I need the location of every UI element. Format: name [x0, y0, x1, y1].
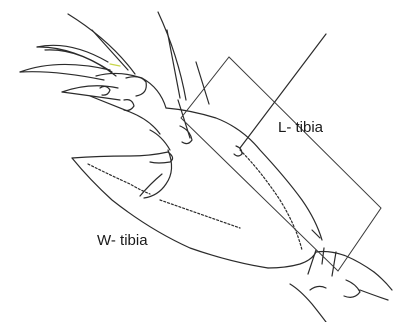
basal-segment [268, 248, 392, 322]
w-tibia-label: W- tibia [97, 232, 148, 249]
claw-group [20, 45, 120, 100]
tibia-bounding-box [181, 57, 381, 271]
w-tibia-segment [72, 152, 268, 268]
l-tibia-label: L- tibia [278, 119, 323, 136]
tarsus-outline [90, 73, 166, 134]
